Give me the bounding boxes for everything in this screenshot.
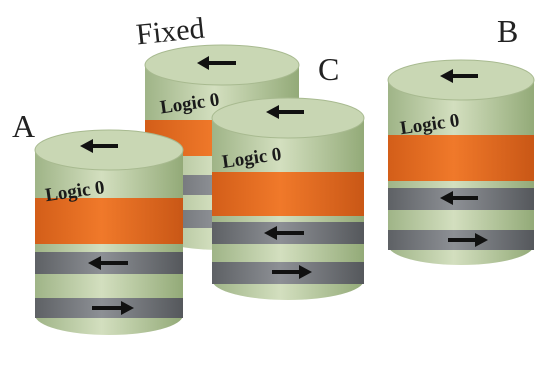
- stack-c: Logic 0: [211, 97, 365, 300]
- arrow-right-icon: [448, 233, 488, 247]
- arrow-left-icon: [197, 56, 236, 70]
- arrow-left-icon: [88, 256, 128, 270]
- arrow-left-icon: [80, 139, 118, 153]
- arrow-right-icon: [272, 265, 312, 279]
- arrow-left-icon: [266, 105, 304, 119]
- arrow-left-icon: [264, 226, 304, 240]
- label-a: A: [12, 108, 35, 144]
- label-b: B: [497, 13, 518, 49]
- stack-b: Logic 0: [387, 59, 535, 265]
- label-fixed: Fixed: [135, 12, 206, 52]
- arrow-right-icon: [92, 301, 134, 315]
- label-c: C: [318, 51, 339, 87]
- stack-a: Logic 0: [34, 129, 184, 335]
- arrow-left-icon: [440, 69, 478, 83]
- arrow-left-icon: [440, 191, 478, 205]
